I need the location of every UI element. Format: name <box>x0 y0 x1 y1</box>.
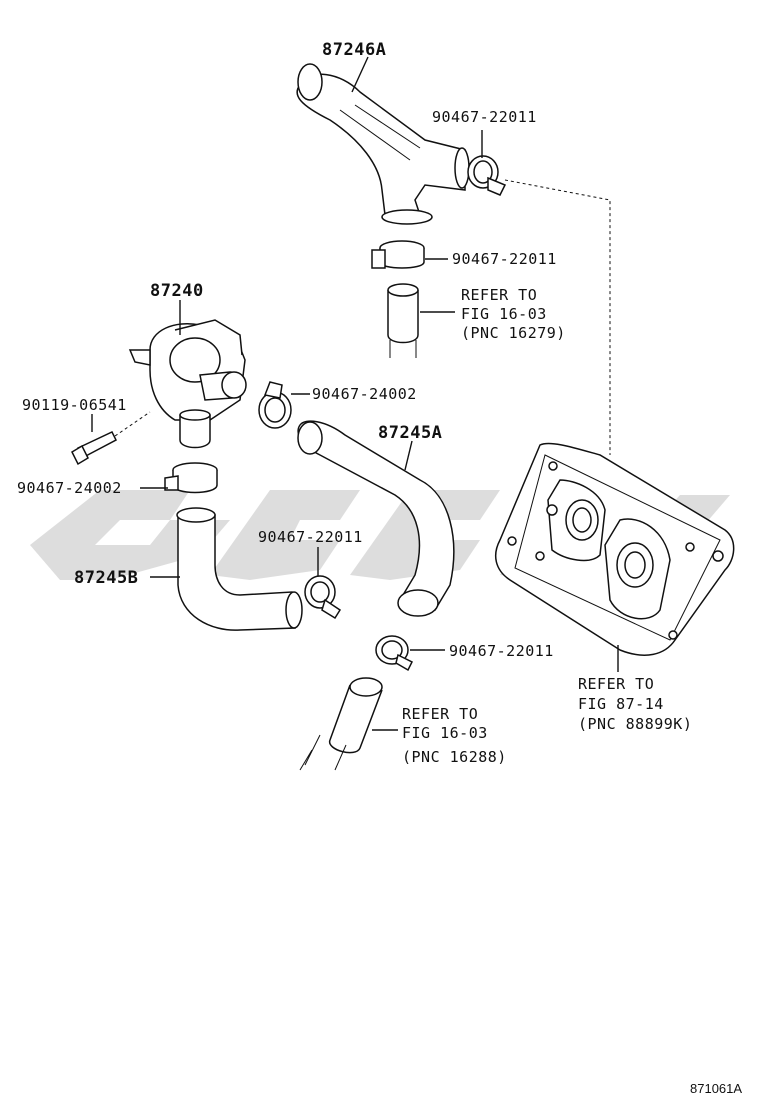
water-pump-87240[interactable] <box>128 319 247 449</box>
ref2-line3: (PNC 16288) <box>402 748 507 766</box>
clamp-pump-lower[interactable] <box>164 462 218 494</box>
bolt-90119[interactable] <box>71 431 117 466</box>
label-87245b: 87245B <box>74 568 138 588</box>
dashed-link-upper <box>504 179 611 455</box>
label-clamp-upper-mid: 90467-22011 <box>452 250 557 268</box>
dashed-bolt <box>114 411 151 437</box>
clamp-upper-right[interactable] <box>467 155 507 196</box>
label-clamp-pump-lower: 90467-24002 <box>17 479 122 497</box>
ref3-line3: (PNC 88899K) <box>578 715 692 733</box>
hose-87246a[interactable] <box>296 63 470 225</box>
pipe-stub-ref2 <box>299 677 383 771</box>
ref3-line1: REFER TO <box>578 675 654 693</box>
label-87246a: 87246A <box>322 40 386 60</box>
heat-exchanger-plate[interactable] <box>494 442 735 656</box>
label-clamp-lower-mid: 90467-22011 <box>258 528 363 546</box>
hose-87245a[interactable] <box>297 420 455 617</box>
clamp-lower-right[interactable] <box>375 635 414 672</box>
clamp-upper-mid[interactable] <box>371 240 425 269</box>
pipe-stub-ref1 <box>387 283 419 358</box>
ref2-line2: FIG 16-03 <box>402 724 488 742</box>
clamp-lower-mid[interactable] <box>304 575 342 620</box>
ref2-line1: REFER TO <box>402 705 478 723</box>
hose-87245b[interactable] <box>176 507 303 631</box>
label-clamp-lower-right: 90467-22011 <box>449 642 554 660</box>
label-clamp-upper-right: 90467-22011 <box>432 108 537 126</box>
ref1-line3: (PNC 16279) <box>461 324 566 342</box>
label-87240: 87240 <box>150 281 204 301</box>
figure-id: 871061A <box>690 1081 742 1096</box>
ref1-line1: REFER TO <box>461 286 537 304</box>
clamp-pump-outlet[interactable] <box>258 381 292 429</box>
label-clamp-pump-outlet: 90467-24002 <box>312 385 417 403</box>
label-bolt: 90119-06541 <box>22 396 127 414</box>
leader-87246a <box>351 56 369 93</box>
ref3-line2: FIG 87-14 <box>578 695 664 713</box>
label-87245a: 87245A <box>378 423 442 443</box>
ref1-line2: FIG 16-03 <box>461 305 547 323</box>
leader-87245a <box>404 440 413 471</box>
